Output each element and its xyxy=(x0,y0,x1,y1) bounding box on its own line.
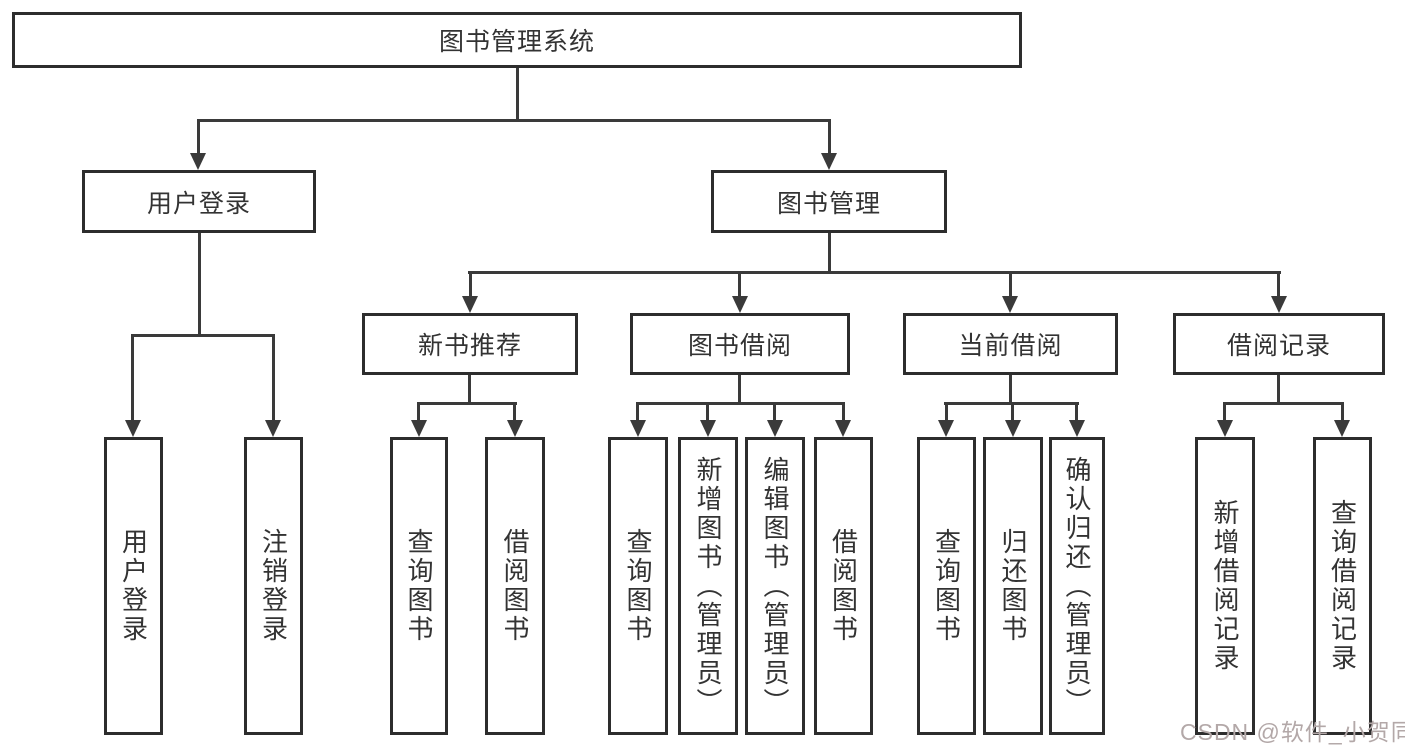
leaf-user-login: 用户登录 xyxy=(104,437,163,735)
line xyxy=(1223,402,1344,405)
arrowhead-icon xyxy=(1271,296,1287,313)
leaf-query-borrow-record-label: 查询借阅记录 xyxy=(1327,499,1358,673)
line xyxy=(131,334,275,337)
node-root-label: 图书管理系统 xyxy=(438,28,595,56)
node-book-borrow-label: 图书借阅 xyxy=(687,332,792,360)
node-root: 图书管理系统 xyxy=(12,12,1022,68)
line xyxy=(197,119,200,154)
leaf-logout-login-label: 注销登录 xyxy=(258,528,289,644)
leaf-query-books-c-label: 查询图书 xyxy=(931,528,962,644)
node-book-borrow: 图书借阅 xyxy=(630,313,850,375)
line xyxy=(417,402,517,405)
arrowhead-icon xyxy=(1002,296,1018,313)
node-user-login-label: 用户登录 xyxy=(146,189,251,218)
leaf-query-books-b: 查询图书 xyxy=(608,437,668,735)
line xyxy=(468,375,471,405)
leaf-borrow-books-a-label: 借阅图书 xyxy=(500,528,530,644)
line xyxy=(1009,375,1012,405)
line xyxy=(198,233,201,337)
leaf-add-book-admin: 新增图书（管理员） xyxy=(678,437,738,735)
watermark: CSDN @软件_小贺同学 xyxy=(1180,719,1405,745)
line xyxy=(197,119,831,122)
arrowhead-icon xyxy=(630,420,646,437)
arrowhead-icon xyxy=(507,420,523,437)
line xyxy=(842,402,845,421)
node-user-login: 用户登录 xyxy=(82,170,316,233)
arrowhead-icon xyxy=(732,296,748,313)
line xyxy=(706,402,709,421)
leaf-borrow-books-b-label: 借阅图书 xyxy=(828,528,859,644)
line xyxy=(1277,375,1280,405)
leaf-borrow-books-a: 借阅图书 xyxy=(485,437,545,735)
arrowhead-icon xyxy=(1334,420,1350,437)
line xyxy=(417,402,420,421)
leaf-logout-login: 注销登录 xyxy=(244,437,303,735)
line xyxy=(828,233,831,274)
leaf-query-books-a: 查询图书 xyxy=(390,437,448,735)
line xyxy=(131,334,134,421)
arrowhead-icon xyxy=(938,420,954,437)
leaf-query-borrow-record: 查询借阅记录 xyxy=(1313,437,1372,735)
leaf-edit-book-admin-label: 编辑图书（管理员） xyxy=(760,455,790,717)
arrowhead-icon xyxy=(1069,420,1085,437)
node-new-book-recommend-label: 新书推荐 xyxy=(417,332,522,360)
arrowhead-icon xyxy=(835,420,851,437)
line xyxy=(738,271,741,297)
leaf-add-borrow-record-label: 新增借阅记录 xyxy=(1210,499,1240,673)
arrowhead-icon xyxy=(1005,420,1021,437)
line xyxy=(738,375,741,405)
leaf-edit-book-admin: 编辑图书（管理员） xyxy=(745,437,805,735)
leaf-query-books-b-label: 查询图书 xyxy=(623,528,653,644)
line xyxy=(1223,402,1226,421)
node-borrow-records-label: 借阅记录 xyxy=(1226,332,1331,360)
node-book-management-label: 图书管理 xyxy=(776,189,881,218)
line xyxy=(1011,402,1014,421)
line xyxy=(513,402,516,421)
arrowhead-icon xyxy=(821,153,837,170)
arrowhead-icon xyxy=(125,420,141,437)
line xyxy=(1075,402,1078,421)
leaf-add-book-admin-label: 新增图书（管理员） xyxy=(693,455,723,717)
node-borrow-records: 借阅记录 xyxy=(1173,313,1385,375)
arrowhead-icon xyxy=(190,153,206,170)
leaf-confirm-return-admin: 确认归还（管理员） xyxy=(1049,437,1105,735)
leaf-return-books: 归还图书 xyxy=(983,437,1043,735)
line xyxy=(828,119,831,154)
line xyxy=(468,271,1281,274)
arrowhead-icon xyxy=(411,420,427,437)
line xyxy=(272,334,275,421)
node-book-management: 图书管理 xyxy=(711,170,947,233)
leaf-confirm-return-admin-label: 确认归还（管理员） xyxy=(1062,455,1092,717)
leaf-borrow-books-b: 借阅图书 xyxy=(814,437,873,735)
arrowhead-icon xyxy=(265,420,281,437)
arrowhead-icon xyxy=(462,296,478,313)
leaf-query-books-c: 查询图书 xyxy=(917,437,976,735)
line xyxy=(636,402,639,421)
leaf-user-login-label: 用户登录 xyxy=(118,528,149,644)
arrowhead-icon xyxy=(1217,420,1233,437)
line xyxy=(1009,271,1012,297)
line xyxy=(945,402,948,421)
line xyxy=(469,271,472,297)
line xyxy=(1277,271,1280,297)
line xyxy=(773,402,776,421)
line xyxy=(516,68,519,122)
arrowhead-icon xyxy=(700,420,716,437)
leaf-return-books-label: 归还图书 xyxy=(998,528,1028,644)
line xyxy=(636,402,845,405)
line xyxy=(1341,402,1344,421)
arrowhead-icon xyxy=(767,420,783,437)
node-current-borrow-label: 当前借阅 xyxy=(958,332,1063,360)
leaf-add-borrow-record: 新增借阅记录 xyxy=(1195,437,1255,735)
leaf-query-books-a-label: 查询图书 xyxy=(404,528,434,644)
node-current-borrow: 当前借阅 xyxy=(903,313,1118,375)
node-new-book-recommend: 新书推荐 xyxy=(362,313,578,375)
